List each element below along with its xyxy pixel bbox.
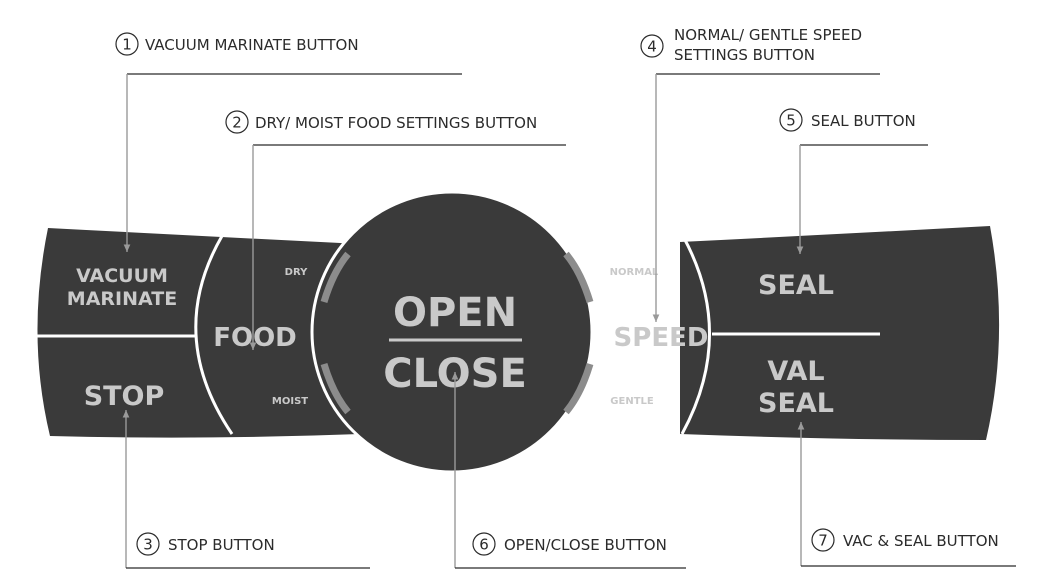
normal-label: NORMAL xyxy=(610,267,659,278)
callout-6-number-circle xyxy=(472,532,496,556)
dry-indicator-arc xyxy=(320,251,351,304)
moist-label: MOIST xyxy=(272,396,308,407)
food-label[interactable]: FOOD xyxy=(213,323,297,353)
callout-4-number: 4 xyxy=(647,38,657,56)
callout-speed-settings: 4 NORMAL/ GENTLE SPEED SETTINGS BUTTON xyxy=(640,26,880,322)
gentle-label: GENTLE xyxy=(610,396,654,407)
callout-1-text: VACUUM MARINATE BUTTON xyxy=(145,36,359,54)
val-seal-label-line2[interactable]: SEAL xyxy=(758,388,834,419)
callout-7-text: VAC & SEAL BUTTON xyxy=(843,532,999,550)
callout-6-text: OPEN/CLOSE BUTTON xyxy=(504,536,667,554)
moist-indicator-arc xyxy=(320,362,351,415)
seal-label[interactable]: SEAL xyxy=(758,270,834,301)
callout-2-number-circle xyxy=(225,110,249,134)
control-panel: VACUUM MARINATE STOP FOOD DRY MOIST OPEN… xyxy=(36,190,1000,474)
callout-5-number: 5 xyxy=(786,112,796,130)
gentle-indicator-arc xyxy=(563,362,594,415)
speed-zone-divider xyxy=(680,237,711,435)
callout-7-number: 7 xyxy=(818,532,828,550)
callout-3-number-circle xyxy=(136,532,160,556)
open-label[interactable]: OPEN xyxy=(393,290,517,336)
callout-stop: 3 STOP BUTTON xyxy=(122,410,370,569)
callout-2-number: 2 xyxy=(232,114,242,132)
callout-4-text-line2: SETTINGS BUTTON xyxy=(674,46,815,64)
vacuum-marinate-label-line1[interactable]: VACUUM xyxy=(76,265,168,287)
speed-label[interactable]: SPEED xyxy=(614,323,709,353)
callout-3-number: 3 xyxy=(143,536,153,554)
callout-vacuum-marinate: 1 VACUUM MARINATE BUTTON xyxy=(115,32,462,252)
panel-left-wing xyxy=(37,228,360,438)
callout-6-number: 6 xyxy=(479,536,489,554)
callout-2-text: DRY/ MOIST FOOD SETTINGS BUTTON xyxy=(255,114,537,132)
callout-4-text-line1: NORMAL/ GENTLE SPEED xyxy=(674,26,862,44)
callout-5-text: SEAL BUTTON xyxy=(811,112,916,130)
callout-open-close: 6 OPEN/CLOSE BUTTON xyxy=(451,372,686,569)
dry-label: DRY xyxy=(285,267,308,278)
callout-1-number-circle xyxy=(115,32,139,56)
callout-vac-seal: 7 VAC & SEAL BUTTON xyxy=(797,422,1016,567)
val-seal-label-line1[interactable]: VAL xyxy=(767,356,824,387)
callout-food-settings: 2 DRY/ MOIST FOOD SETTINGS BUTTON xyxy=(225,110,566,350)
callout-1-number: 1 xyxy=(122,36,132,54)
food-zone-divider xyxy=(194,235,234,435)
vacuum-marinate-label-line2[interactable]: MARINATE xyxy=(67,288,177,310)
callout-5-number-circle xyxy=(779,108,803,132)
normal-indicator-arc xyxy=(563,251,594,304)
stop-label[interactable]: STOP xyxy=(84,381,165,412)
callout-3-text: STOP BUTTON xyxy=(168,536,275,554)
callout-4-number-circle xyxy=(640,34,664,58)
center-circle xyxy=(310,190,594,474)
callout-seal: 5 SEAL BUTTON xyxy=(779,108,928,254)
callout-7-number-circle xyxy=(811,528,835,552)
